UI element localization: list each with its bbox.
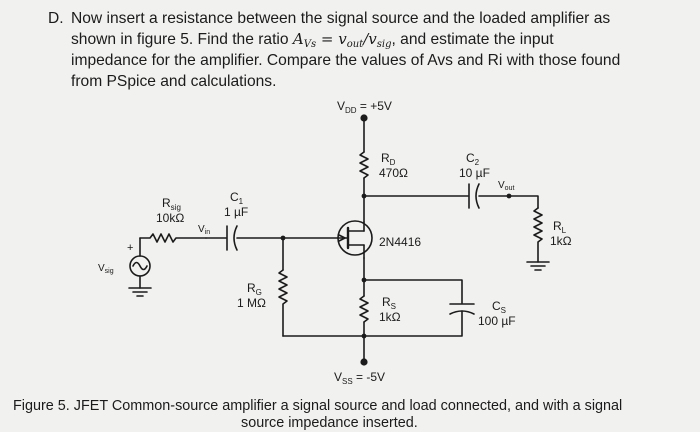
question-line-4: from PSpice and calculations. [71, 73, 277, 90]
jfet-terminals [347, 230, 365, 246]
rl-name-label: RL [553, 219, 567, 235]
formula-a: A [292, 30, 304, 48]
rs-bottom-junction [361, 333, 367, 339]
formula-vsig-sub: sig [376, 39, 392, 50]
vout-label: Vout [498, 180, 514, 192]
formula-vout: v [338, 30, 347, 48]
question-text: D. Now insert a resistance between the s… [0, 8, 700, 100]
formula-slash: / [363, 30, 369, 48]
rd-value-label: 470Ω [379, 166, 408, 180]
vdd-label: VDD = +5V [337, 99, 392, 115]
formula-vout-sub: out [346, 39, 364, 50]
cs-top-wire [363, 279, 463, 304]
vout-junction [506, 193, 512, 199]
formula-vsig: v [368, 30, 377, 48]
rs-resistor [359, 295, 369, 323]
rd-resistor [359, 151, 369, 179]
gate-arrow [338, 234, 346, 242]
question-line-2-text-b: , and estimate the input [391, 31, 554, 48]
rl-resistor [533, 207, 543, 263]
c2-name-label: C2 [466, 151, 480, 167]
rl-ground [526, 261, 550, 271]
rg-value-label: 1 MΩ [237, 296, 266, 310]
vss-label: VSS = -5V [334, 370, 385, 386]
formula-eq: = [316, 30, 339, 48]
transistor-label: 2N4416 [379, 235, 421, 249]
rsig-resistor [139, 233, 207, 243]
rsig-value-label: 10kΩ [156, 211, 184, 225]
vsig-label: Vsig [98, 263, 114, 275]
gate-junction [280, 235, 286, 241]
formula-a-sub: Vs [303, 39, 317, 50]
c1-value-label: 1 µF [224, 205, 248, 219]
rl-value-label: 1kΩ [550, 234, 572, 248]
rs-value-label: 1kΩ [379, 310, 401, 324]
ratio-formula: AVs = vout/vsig [292, 30, 392, 50]
c1-plate-right [233, 225, 238, 251]
vsig-plus-label: + [127, 242, 133, 254]
question-item-letter: D. [48, 10, 64, 27]
drain-junction [361, 193, 367, 199]
question-line-2-text-a: shown in figure 5. Find the ratio [71, 31, 289, 48]
question-line-2: shown in figure 5. Find the ratio AVs = … [71, 29, 554, 55]
c2-value-label: 10 µF [459, 166, 490, 180]
c1-name-label: C1 [230, 190, 244, 206]
caption-line-2: source impedance inserted. [241, 415, 418, 431]
vss-node [360, 358, 368, 366]
rg-name-label: RG [247, 281, 262, 297]
vout-wire [478, 195, 539, 209]
rsig-name-label: Rsig [162, 196, 181, 212]
vdd-node [360, 114, 368, 122]
caption-line-1: Figure 5. JFET Common-source amplifier a… [13, 398, 623, 414]
rg-resistor [278, 269, 288, 337]
vin-label: Vin [198, 224, 210, 236]
question-line-1: Now insert a resistance between the sign… [71, 10, 611, 27]
question-line-3: impedance for the amplifier. Compare the… [71, 52, 621, 69]
cs-name-label: CS [492, 299, 506, 315]
cs-value-label: 100 µF [478, 314, 516, 328]
vsig-ground [128, 287, 152, 297]
cs-bottom-wire [363, 310, 463, 337]
source-junction [361, 277, 367, 283]
sine-icon [132, 261, 148, 271]
rs-name-label: RS [382, 295, 396, 311]
rd-name-label: RD [381, 151, 396, 167]
c2-plate-right [475, 183, 480, 209]
